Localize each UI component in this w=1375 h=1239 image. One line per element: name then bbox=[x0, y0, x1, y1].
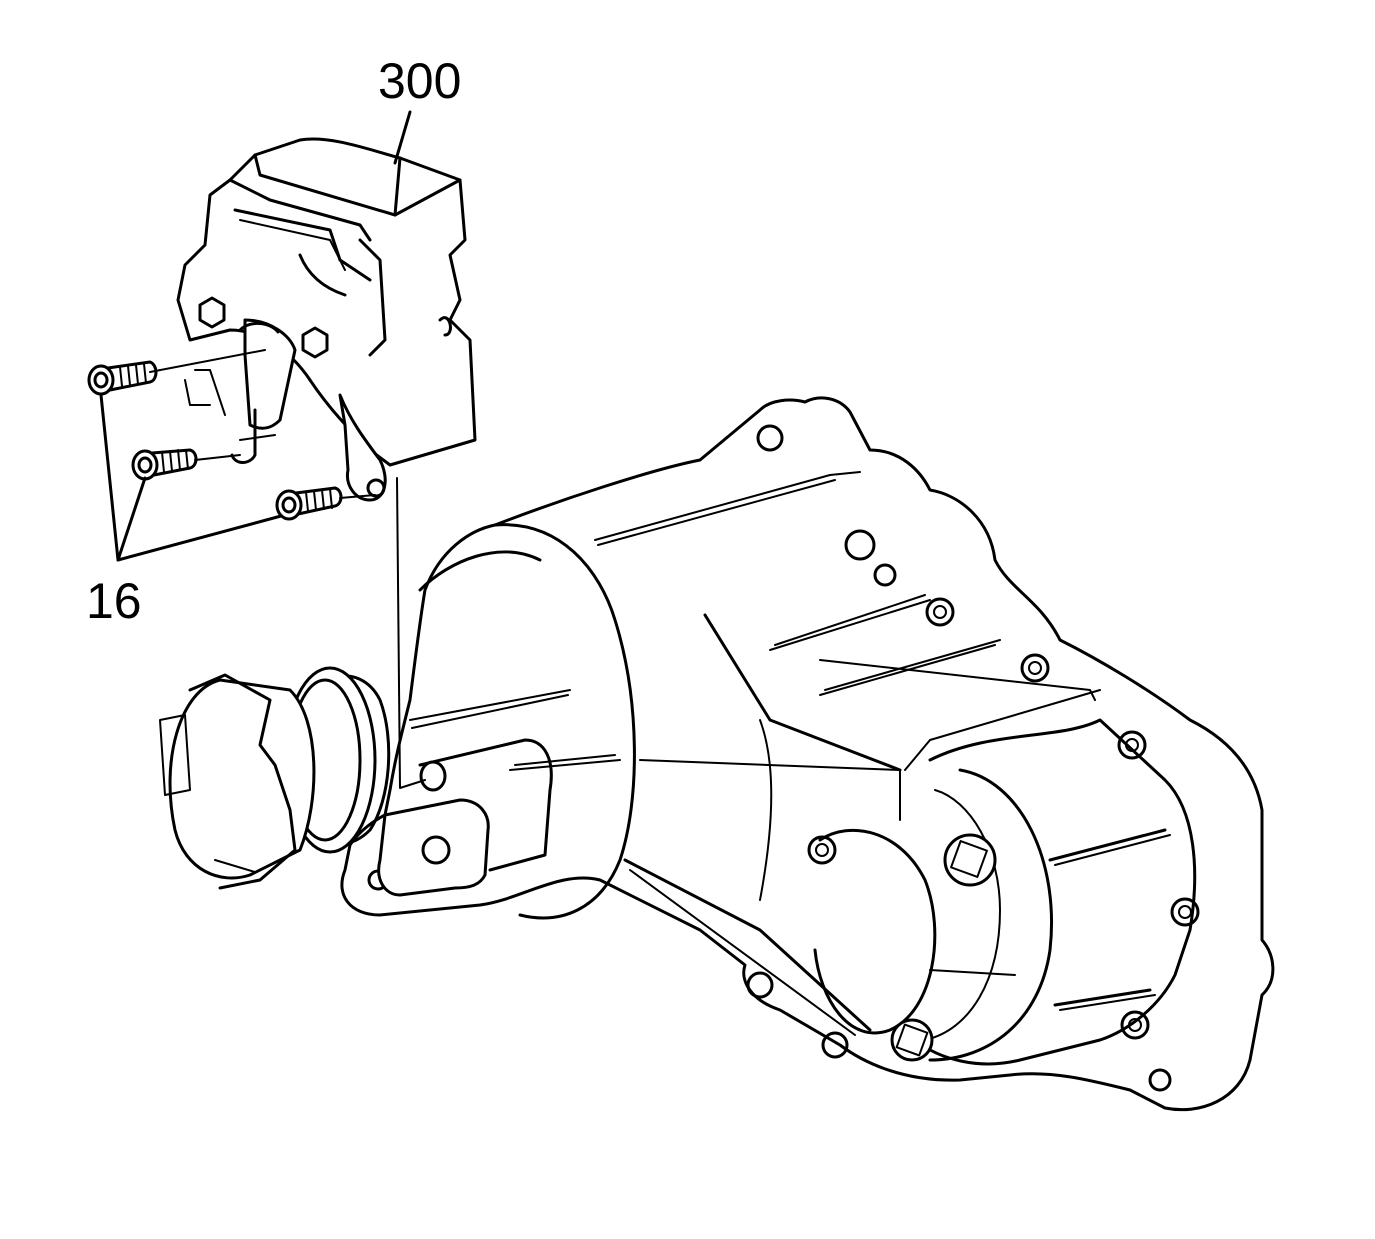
leader-lines bbox=[99, 110, 426, 789]
transfer-case-housing bbox=[340, 396, 1275, 1112]
bolts bbox=[87, 349, 376, 521]
callout-label-bolts: 16 bbox=[86, 573, 142, 629]
front-output-seal bbox=[159, 666, 391, 890]
callout-label-actuator: 300 bbox=[378, 53, 462, 109]
bolt-2 bbox=[131, 448, 198, 481]
flange-bolt-holes bbox=[367, 424, 1200, 1092]
bolt-3 bbox=[275, 486, 343, 521]
bolt-1 bbox=[87, 360, 158, 396]
encoder-motor-actuator bbox=[176, 137, 477, 502]
